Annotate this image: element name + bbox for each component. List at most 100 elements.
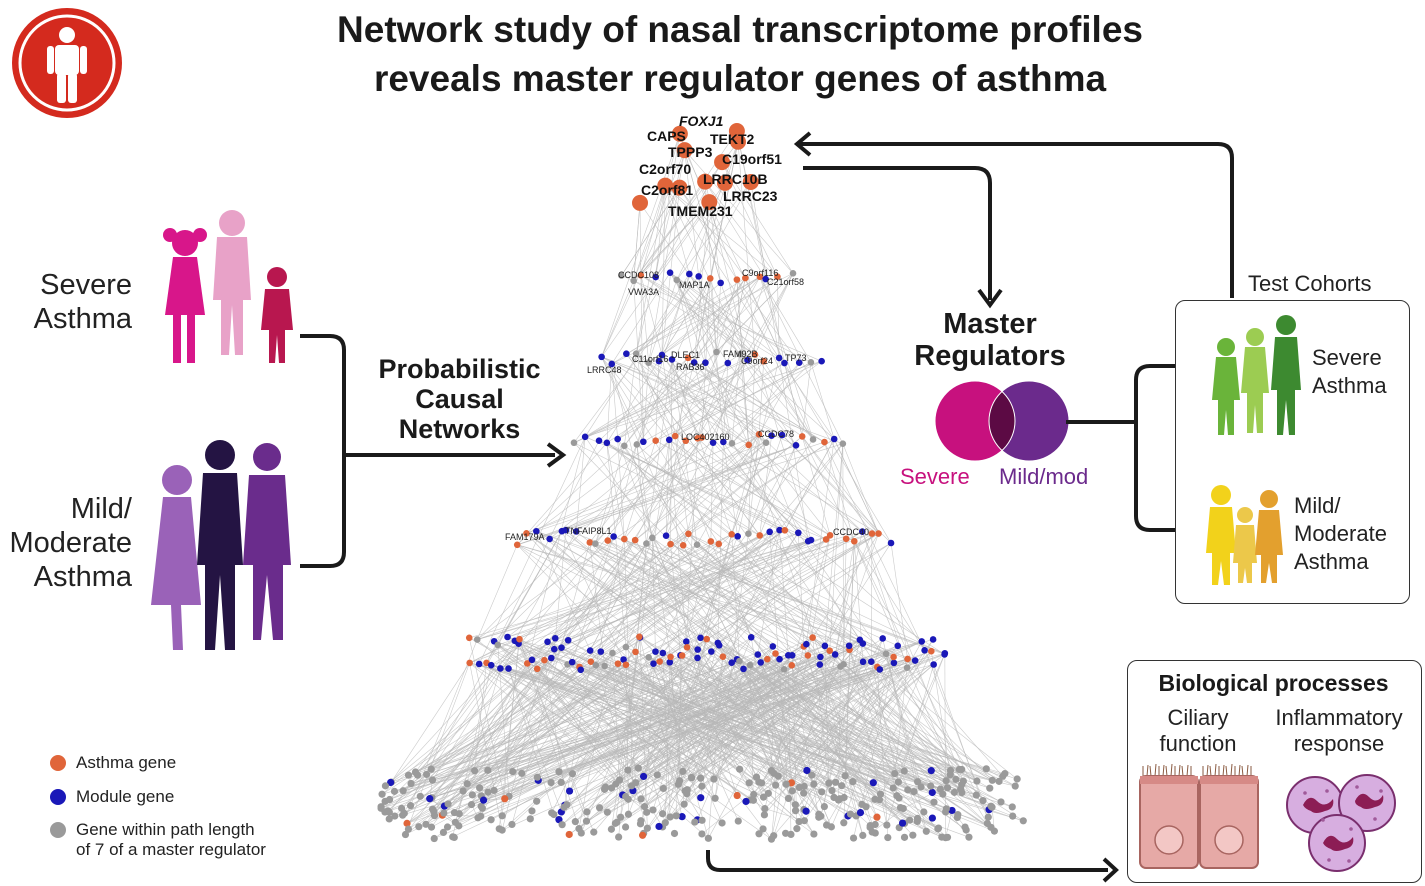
network-node	[475, 660, 483, 668]
gene-tmem231: TMEM231	[668, 203, 733, 219]
network-edge	[403, 664, 596, 791]
network-node	[810, 830, 818, 838]
network-node	[422, 820, 430, 828]
network-node	[490, 786, 498, 794]
network-node	[463, 780, 471, 788]
network-edge	[706, 638, 990, 810]
network-edge	[625, 646, 715, 780]
network-node	[400, 809, 408, 817]
bio-title: Biological processes	[1158, 670, 1389, 696]
network-edge	[601, 356, 783, 436]
network-edge	[669, 661, 939, 830]
network-edge	[595, 444, 638, 544]
network-node	[404, 771, 413, 779]
network-edge	[736, 279, 800, 363]
network-node	[760, 811, 769, 819]
network-node	[736, 765, 744, 773]
network-edge	[595, 664, 984, 801]
network-edge	[721, 161, 794, 274]
network-node	[621, 442, 628, 450]
network-edge	[877, 666, 993, 781]
mild-asthma-label: Mild/ Moderate Asthma	[9, 493, 132, 593]
network-edge	[712, 442, 799, 533]
network-edge	[476, 544, 518, 640]
network-node	[707, 538, 715, 545]
network-edge	[571, 536, 614, 663]
network-edge	[693, 202, 710, 363]
network-edge	[791, 665, 993, 781]
network-node	[698, 830, 706, 838]
network-node	[781, 359, 788, 367]
gene-tekt2: TEKT2	[710, 131, 755, 147]
network-node	[426, 795, 434, 803]
network-edge	[573, 442, 760, 536]
network-edge	[624, 361, 764, 540]
network-node	[404, 825, 413, 833]
network-edge	[709, 278, 724, 442]
network-node	[838, 782, 846, 790]
network-node	[906, 816, 914, 824]
network-edge	[685, 359, 748, 441]
network-node	[733, 276, 741, 283]
network-edge	[527, 663, 990, 810]
network-edge	[750, 181, 780, 359]
network-edge	[387, 796, 421, 812]
test-severe-label: Severe Asthma	[1312, 345, 1387, 398]
network-node	[401, 830, 410, 839]
network-node	[550, 645, 558, 653]
network-edge	[537, 652, 613, 778]
network-edge	[585, 436, 827, 540]
network-node	[911, 657, 919, 664]
network-node	[742, 797, 750, 806]
network-node	[508, 820, 516, 829]
network-node	[746, 661, 754, 669]
network-edge	[676, 279, 749, 446]
network-node	[1019, 817, 1027, 825]
gene-c2orf70: C2orf70	[639, 161, 692, 177]
network-node	[831, 778, 840, 786]
network-node	[983, 819, 991, 828]
network-edge	[640, 133, 681, 276]
network-node	[592, 540, 599, 547]
network-node	[943, 833, 952, 841]
network-edge	[526, 533, 698, 659]
network-node	[830, 435, 838, 443]
network-node	[770, 832, 778, 840]
network-edge	[477, 643, 807, 819]
network-node	[972, 791, 980, 799]
network-node	[487, 816, 495, 824]
network-edge	[810, 362, 835, 440]
network-edge	[601, 356, 644, 442]
network-node	[780, 666, 788, 673]
network-node	[917, 783, 925, 791]
network-edges	[380, 130, 1024, 840]
network-edge	[390, 643, 519, 783]
network-edge	[617, 531, 863, 664]
network-edge	[634, 434, 760, 541]
network-edge	[644, 651, 656, 807]
network-edge	[387, 659, 545, 812]
network-node	[427, 823, 436, 831]
network-edge	[698, 181, 752, 277]
network-edge	[784, 438, 835, 531]
network-node	[839, 440, 847, 447]
network-node	[617, 813, 625, 821]
network-node	[381, 782, 390, 790]
network-node	[505, 665, 512, 672]
network-edge	[706, 531, 770, 640]
network-edge	[627, 653, 776, 771]
network-edge	[624, 538, 698, 659]
network-edge	[447, 662, 895, 828]
network-node	[1008, 803, 1016, 811]
legend-module-gene: Module gene	[50, 787, 174, 807]
network-node	[820, 802, 828, 811]
gene-c2orf81: C2orf81	[641, 182, 694, 198]
network-node	[624, 766, 632, 774]
network-edge	[697, 362, 729, 439]
network-node	[764, 655, 771, 663]
network-node	[979, 797, 987, 805]
gene-label: DLEC1	[671, 350, 701, 360]
network-edge	[676, 181, 752, 281]
network-node	[756, 273, 764, 281]
network-edge	[661, 185, 666, 355]
